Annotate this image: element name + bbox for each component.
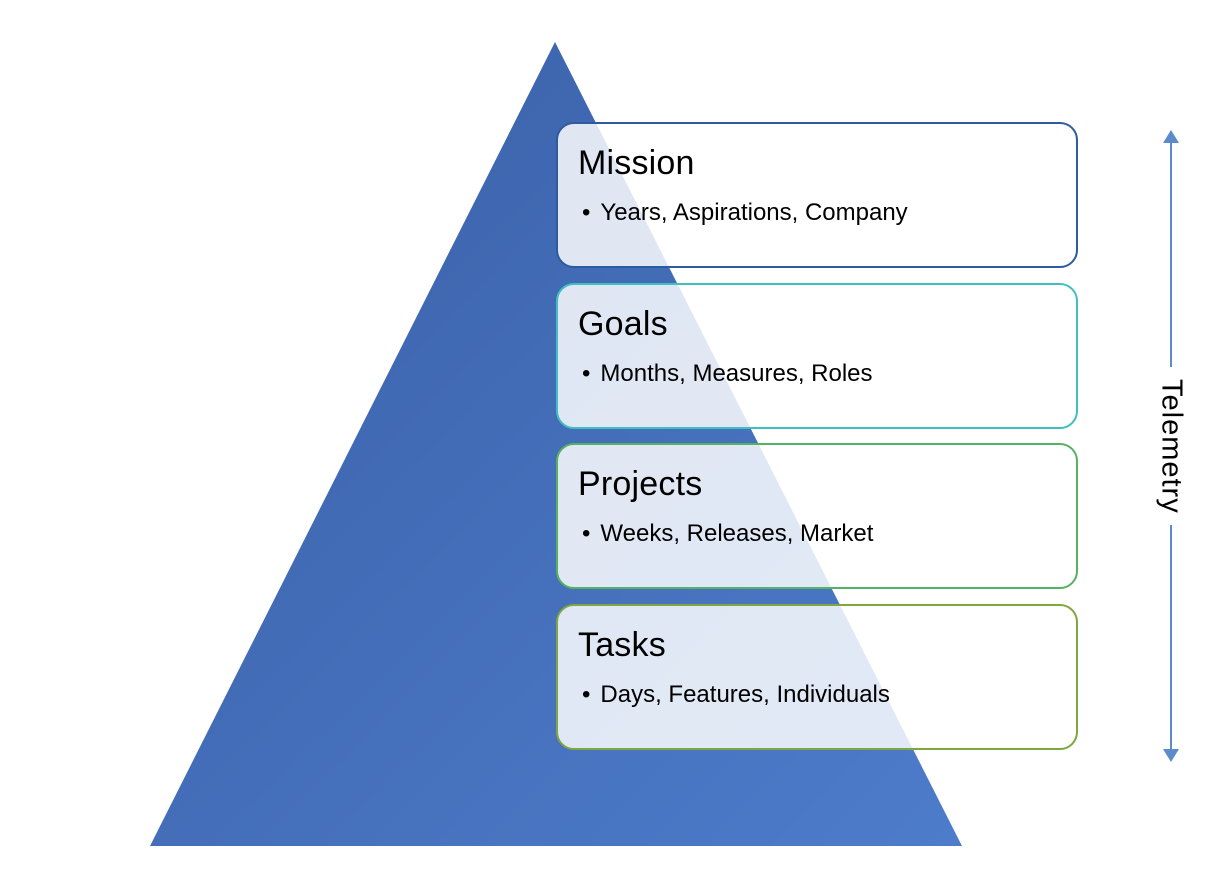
level-title-mission: Mission <box>578 144 695 182</box>
arrow-up-icon <box>1163 130 1179 143</box>
arrow-down-icon <box>1163 749 1179 763</box>
level-box-mission: Mission Years, Aspirations, Company <box>556 122 1078 268</box>
arrow-line-top <box>1170 143 1172 367</box>
level-bullet-mission: Years, Aspirations, Company <box>578 199 1056 227</box>
level-box-tasks: Tasks Days, Features, Individuals <box>556 604 1078 750</box>
arrow-line-bottom <box>1170 525 1172 750</box>
level-title-goals: Goals <box>578 305 668 343</box>
level-bullet-projects: Weeks, Releases, Market <box>578 520 1056 548</box>
level-title-projects: Projects <box>578 465 703 503</box>
telemetry-label: Telemetry <box>1155 378 1188 514</box>
level-box-projects: Projects Weeks, Releases, Market <box>556 443 1078 589</box>
telemetry-arrow: Telemetry <box>1150 130 1192 763</box>
level-title-tasks: Tasks <box>578 626 666 664</box>
level-bullet-tasks: Days, Features, Individuals <box>578 681 1056 709</box>
level-bullet-goals: Months, Measures, Roles <box>578 360 1056 388</box>
level-box-goals: Goals Months, Measures, Roles <box>556 283 1078 429</box>
